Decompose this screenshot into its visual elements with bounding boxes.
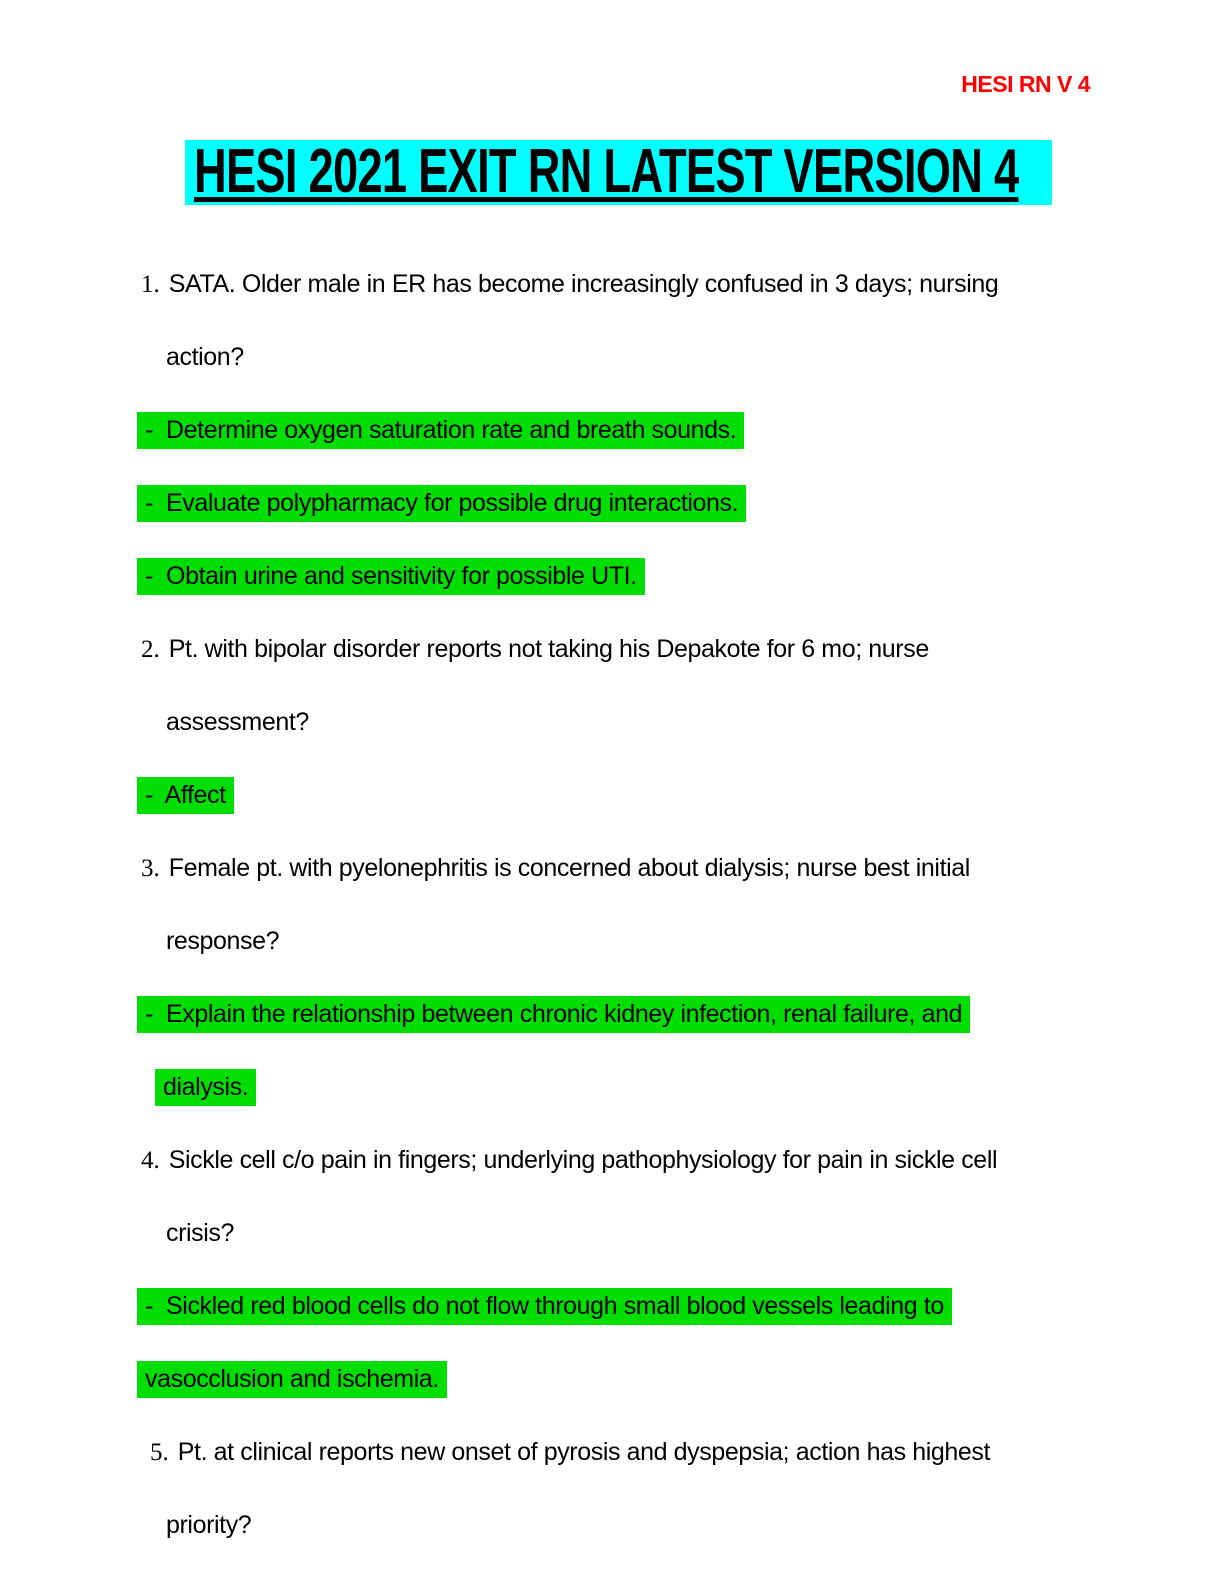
question-1-answer-3: - Obtain urine and sensitivity for possi… (137, 558, 1102, 595)
question-4-text: Sickle cell c/o pain in fingers; underly… (168, 1146, 998, 1174)
question-3-answer-line-2: dialysis. (137, 1069, 1102, 1106)
question-5-number: 5. (150, 1439, 169, 1466)
question-2-text-cont: assessment? (166, 708, 309, 736)
question-2-text: Pt. with bipolar disorder reports not ta… (168, 635, 929, 663)
question-3-number: 3. (141, 855, 160, 882)
highlighted-answer: - Determine oxygen saturation rate and b… (137, 412, 745, 449)
document-title: HESI 2021 EXIT RN LATEST VERSION 4 (194, 137, 1019, 206)
question-4-text-cont: crisis? (166, 1219, 235, 1247)
question-3-line-1: 3. Female pt. with pyelonephritis is conc… (137, 850, 1102, 887)
question-1-answer-2: - Evaluate polypharmacy for possible dru… (137, 485, 1102, 522)
highlighted-answer: - Explain the relationship between chron… (137, 996, 971, 1033)
question-4-number: 4. (141, 1147, 160, 1174)
question-1-text-cont: action? (166, 343, 244, 371)
question-3-answer-line-1: - Explain the relationship between chron… (137, 996, 1102, 1033)
question-5-line-2: priority? (137, 1507, 1102, 1544)
question-4-line-1: 4. Sickle cell c/o pain in fingers; under… (137, 1142, 1102, 1179)
highlighted-answer: - Obtain urine and sensitivity for possi… (137, 558, 645, 595)
question-1-text: SATA. Older male in ER has become increa… (168, 270, 999, 298)
question-3-text-cont: response? (166, 927, 280, 955)
highlighted-answer: - Evaluate polypharmacy for possible dru… (137, 485, 747, 522)
question-1-answer-1: - Determine oxygen saturation rate and b… (137, 412, 1102, 449)
question-5-line-1: 5. Pt. at clinical reports new onset of p… (137, 1434, 1102, 1471)
highlighted-answer: - Sickled red blood cells do not flow th… (137, 1288, 952, 1325)
highlighted-answer: - Affect (137, 777, 234, 814)
question-4-answer-line-1: - Sickled red blood cells do not flow th… (137, 1288, 1102, 1325)
title-highlight-band: HESI 2021 EXIT RN LATEST VERSION 4 (185, 140, 1052, 205)
question-4-line-2: crisis? (137, 1215, 1102, 1252)
question-2-number: 2. (141, 636, 160, 663)
question-1-number: 1. (141, 271, 160, 298)
highlighted-answer: dialysis. (155, 1069, 257, 1106)
question-2-answer-1: - Affect (137, 777, 1102, 814)
question-2-line-2: assessment? (137, 704, 1102, 741)
question-5-text: Pt. at clinical reports new onset of pyr… (177, 1438, 991, 1466)
question-3-line-2: response? (137, 923, 1102, 960)
question-5-text-cont: priority? (166, 1511, 252, 1539)
running-header: HESI RN V 4 (961, 71, 1090, 97)
question-1-line-1: 1. SATA. Older male in ER has become incr… (137, 266, 1102, 303)
question-4-answer-line-2: vasocclusion and ischemia. (137, 1361, 1102, 1398)
question-1-line-2: action? (137, 339, 1102, 376)
question-2-line-1: 2. Pt. with bipolar disorder reports not … (137, 631, 1102, 668)
question-3-text: Female pt. with pyelonephritis is concer… (168, 854, 971, 882)
document-body: 1. SATA. Older male in ER has become incr… (137, 266, 1102, 1580)
highlighted-answer: vasocclusion and ischemia. (137, 1361, 447, 1398)
